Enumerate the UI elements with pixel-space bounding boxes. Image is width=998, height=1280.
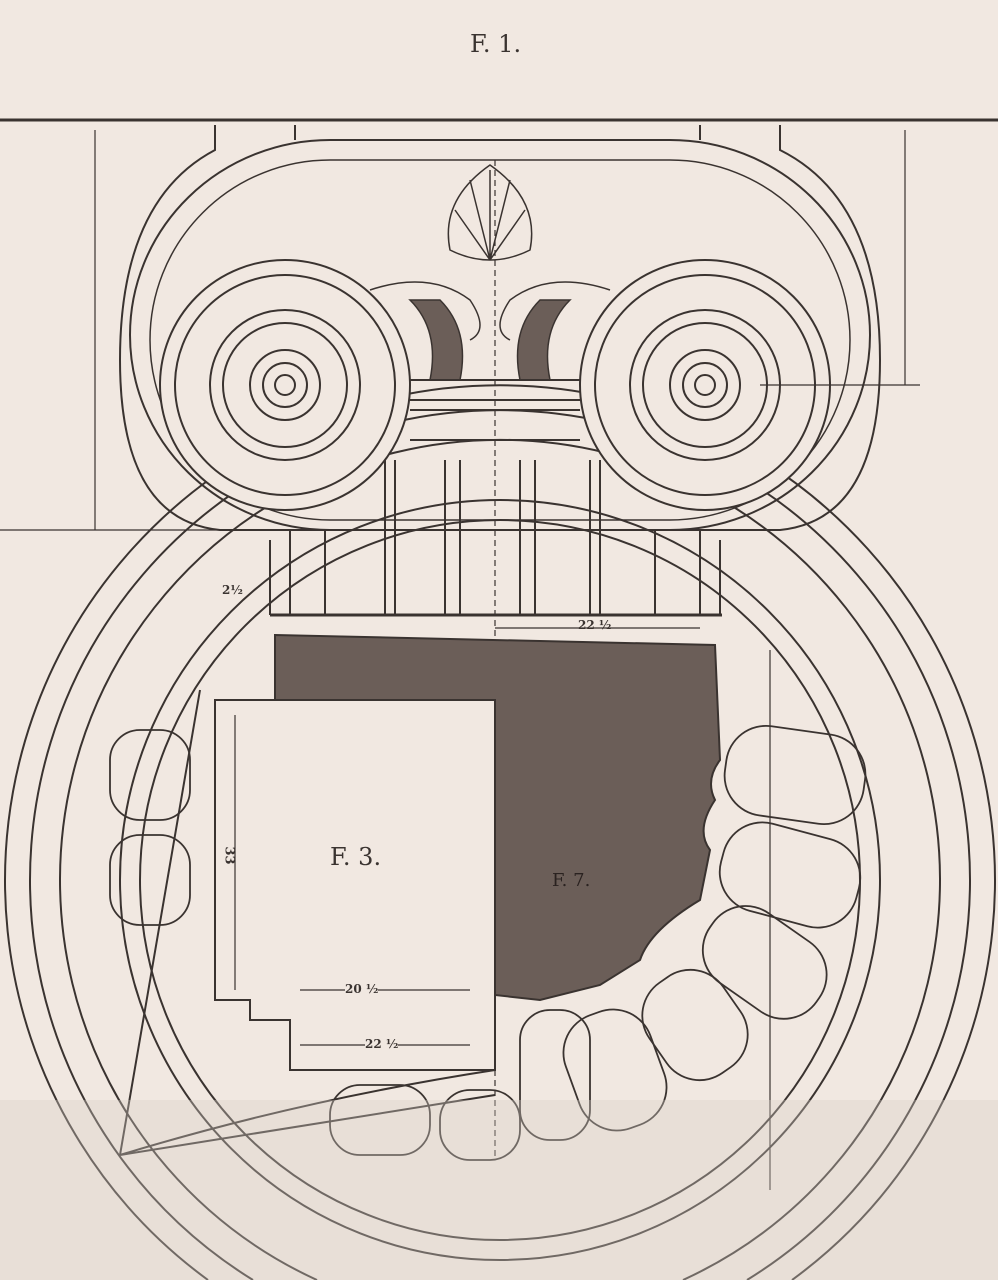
folded-flap [119, 689, 496, 1156]
f7-section-fill [274, 633, 722, 1002]
label-f7: F. 7. [552, 870, 591, 891]
flute-channels [109, 724, 867, 1161]
f3-panel [214, 699, 496, 1071]
dim-left-small: 2½ [222, 583, 243, 597]
dim-width-top: 22 ½ [578, 618, 612, 632]
label-f3: F. 3. [330, 843, 382, 871]
dim-width-mid: 20 ½ [345, 982, 379, 996]
dim-width-bottom: 22 ½ [365, 1037, 399, 1051]
column-shaft [269, 460, 722, 617]
right-volute [579, 259, 831, 511]
abacus [118, 125, 882, 531]
figure-title: F. 1. [470, 30, 522, 58]
left-volute [159, 259, 411, 511]
palmette-ornament [369, 164, 611, 381]
print-bleed [0, 1100, 998, 1280]
dim-height-f3: 33 [221, 846, 237, 865]
